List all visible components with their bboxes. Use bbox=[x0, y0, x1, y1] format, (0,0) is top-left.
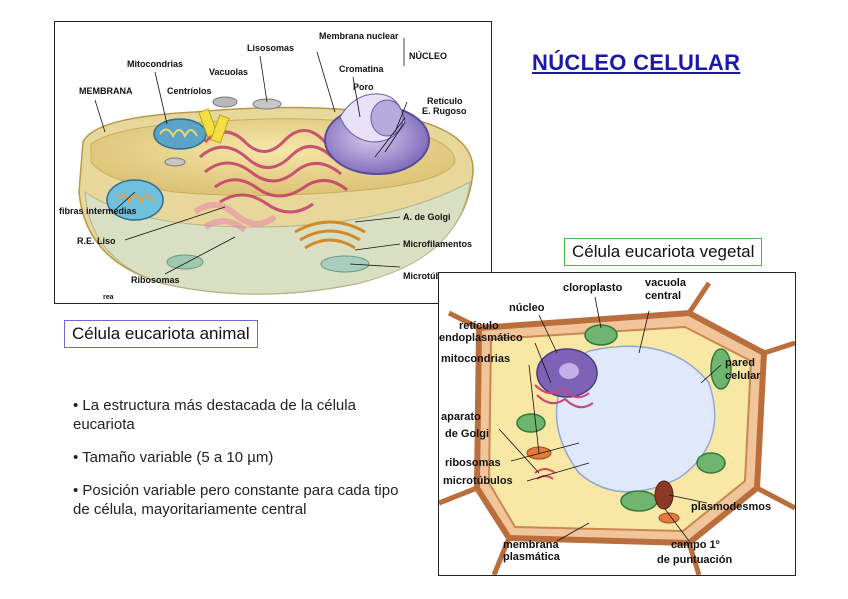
label-cloroplasto: cloroplasto bbox=[563, 282, 623, 294]
label-celular: celular bbox=[725, 370, 761, 382]
label-microtubulos: Microtúbulos bbox=[403, 271, 460, 281]
animal-cell-figure: MEMBRANA Mitocondrias Lisosomas Membrana… bbox=[54, 21, 492, 304]
label-endoplasmatico: endoplasmático bbox=[439, 332, 523, 344]
bullet-list: • La estructura más destacada de la célu… bbox=[73, 396, 418, 533]
label-cut-fragment: rea bbox=[103, 294, 114, 301]
label-vacuola: vacuola bbox=[645, 277, 686, 289]
label-plasmatica: plasmática bbox=[503, 551, 560, 563]
label-microtubulos-vegetal: microtúbulos bbox=[443, 475, 513, 487]
animal-cell-caption: Célula eucariota animal bbox=[64, 320, 258, 348]
bullet-item: • Posición variable pero constante para … bbox=[73, 482, 399, 518]
label-puntuacion: de puntuación bbox=[657, 554, 733, 566]
animal-cell-illustration bbox=[78, 38, 474, 295]
label-central: central bbox=[645, 290, 682, 302]
label-nucleo: NÚCLEO bbox=[409, 51, 447, 61]
page-title: NÚCLEO CELULAR bbox=[532, 50, 741, 75]
label-plasmodesmos: plasmodesmos bbox=[691, 501, 772, 513]
label-pared: pared bbox=[725, 357, 755, 369]
label-membrana-nuclear: Membrana nuclear bbox=[319, 31, 399, 41]
label-campo: campo 1º bbox=[671, 539, 720, 551]
label-cromatina: Cromatina bbox=[339, 64, 384, 74]
label-aparato: aparato bbox=[441, 411, 481, 423]
label-mitocondrias: Mitocondrias bbox=[127, 59, 184, 69]
plant-cell-caption: Célula eucariota vegetal bbox=[564, 238, 763, 266]
label-golgi: A. de Golgi bbox=[403, 212, 451, 222]
label-de-golgi: de Golgi bbox=[445, 428, 489, 440]
label-lisosomas: Lisosomas bbox=[247, 43, 295, 53]
label-membrana-vegetal: membrana bbox=[503, 539, 559, 551]
label-microfilamentos: Microfilamentos bbox=[403, 239, 473, 249]
label-reticulo: Retículo bbox=[427, 96, 463, 106]
bullet-item: • Tamaño variable (5 a 10 µm) bbox=[73, 449, 274, 466]
label-mitocondrias-vegetal: mitocondrias bbox=[441, 353, 511, 365]
label-poro: Poro bbox=[353, 82, 374, 92]
label-centriolos: Centríolos bbox=[167, 86, 212, 96]
plant-cell-figure: cloroplasto vacuola central núcleo retíc… bbox=[438, 272, 796, 576]
label-ribosomas-vegetal: ribosomas bbox=[445, 457, 501, 469]
plant-cell-illustration bbox=[439, 281, 795, 575]
label-fibras-intermedias: fibras intermedias bbox=[59, 206, 137, 216]
label-ribosomas: Ribosomas bbox=[131, 275, 180, 285]
label-e-rugoso: E. Rugoso bbox=[422, 106, 467, 116]
label-nucleo-vegetal: núcleo bbox=[509, 302, 545, 314]
bullet-item: • La estructura más destacada de la célu… bbox=[73, 397, 356, 433]
label-reticulo: retículo bbox=[459, 320, 499, 332]
label-re-liso: R.E. Liso bbox=[77, 236, 116, 246]
label-membrana: MEMBRANA bbox=[79, 86, 133, 96]
label-vacuolas: Vacuolas bbox=[209, 67, 249, 77]
